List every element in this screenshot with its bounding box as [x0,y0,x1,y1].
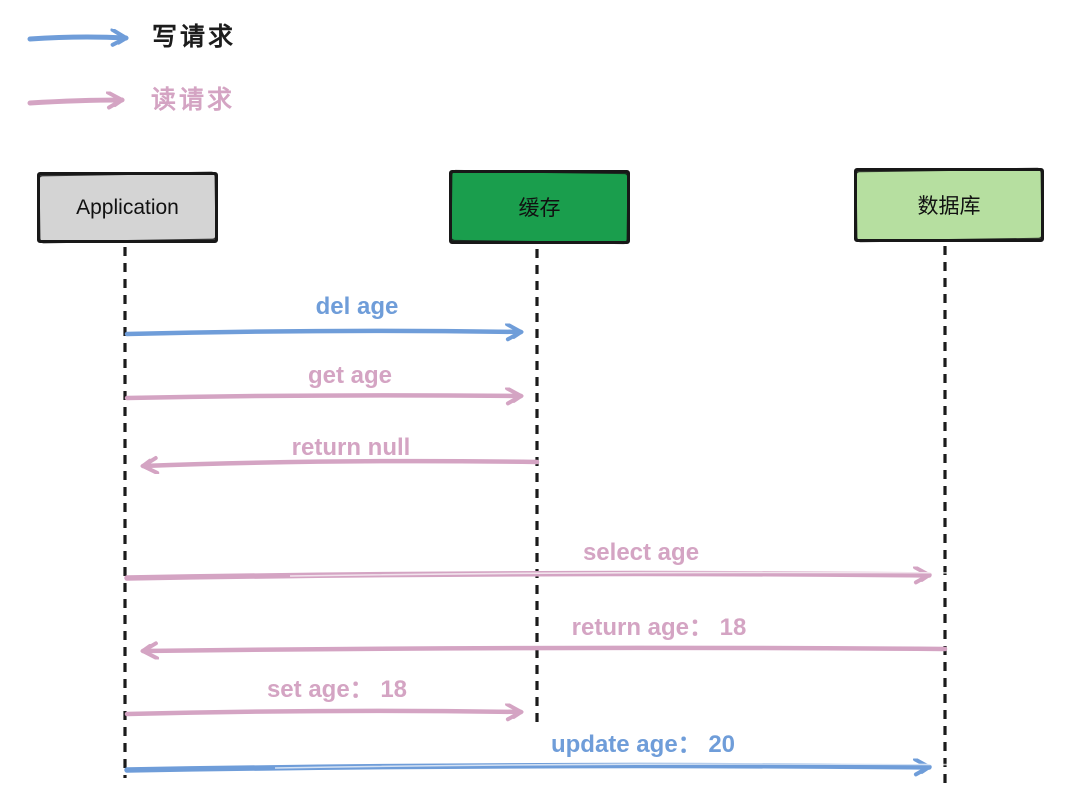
actor-application: Application [37,172,218,243]
actor-database: 数据库 [854,168,1044,242]
message-label-return-null: return null [291,434,411,461]
actor-application-label: Application [76,195,179,219]
actor-cache: 缓存 [449,170,630,244]
arrow-get-age [124,395,521,398]
legend-write-arrow [27,37,129,39]
message-label-get-age: get age [307,362,393,389]
message-label-select-age: select age [582,539,700,566]
arrow-update-age-highlight [274,763,1001,769]
arrow-return-age [143,648,948,651]
message-label-del-age: del age [315,293,399,320]
arrow-del-age [124,331,521,334]
arrow-set-age [124,711,521,714]
arrow-return-null [143,461,540,466]
actor-database-label: 数据库 [917,195,981,218]
arrow-select-age [124,574,932,578]
actor-cache-label: 缓存 [518,197,561,220]
message-label-update-age: update age： 20 [550,731,736,758]
arrow-update-age [124,766,932,770]
arrow-select-age-highlight [289,571,971,577]
message-label-return-age: return age： 18 [571,614,747,641]
legend-write-label: 写请求 [152,23,237,51]
legend-read-arrow [27,100,125,103]
message-label-set-age: set age： 18 [266,676,408,703]
legend-read-label: 读请求 [151,86,236,114]
